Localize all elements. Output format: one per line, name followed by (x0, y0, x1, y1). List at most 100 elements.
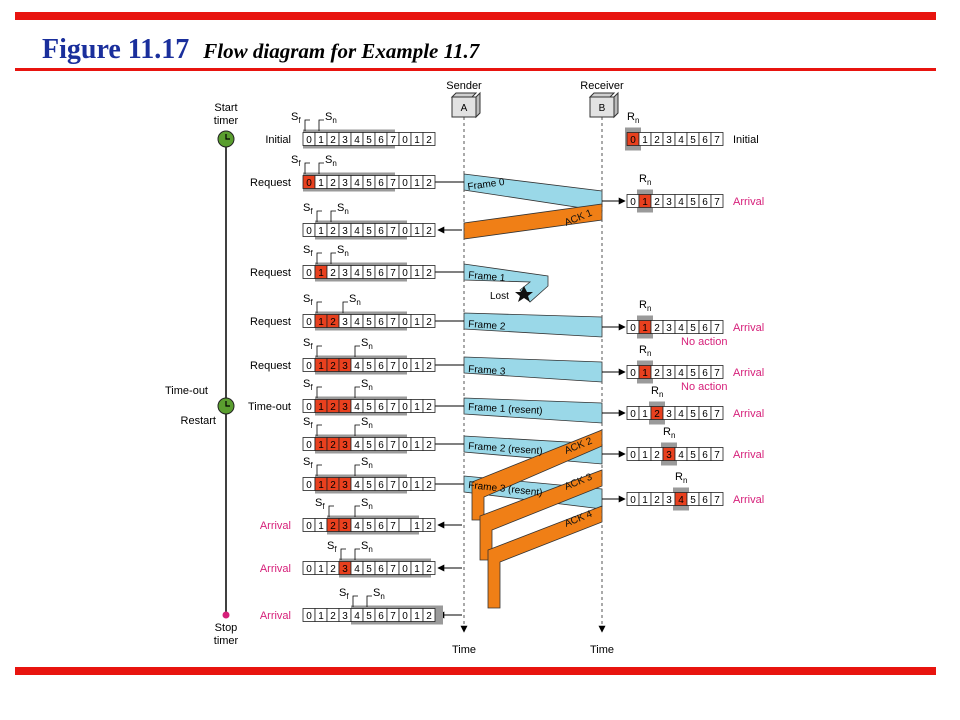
sn-pointer-sub: n (368, 421, 372, 430)
sender-cell-num: 3 (342, 611, 348, 622)
restart-timer-icon-hands (225, 401, 230, 407)
restart-label: Restart (181, 415, 216, 427)
sender-cell-num: 1 (414, 317, 420, 328)
receiver-box-side (613, 91, 619, 119)
sender-cell (422, 608, 436, 622)
sender-cell-num: 5 (366, 521, 372, 532)
sn-tick (354, 548, 360, 560)
sender-cell-num: 1 (414, 178, 420, 189)
receiver-cell (710, 320, 724, 334)
receiver-cell-num: 4 (678, 197, 684, 208)
sender-cell-num: 0 (402, 178, 408, 189)
sender-cell-num: 7 (390, 268, 396, 279)
sender-cell-num: 2 (426, 521, 432, 532)
rn-pointer: Rn (663, 426, 675, 440)
receiver-cell-num: 2 (654, 409, 660, 420)
rn-pointer-text: Rn (639, 173, 651, 187)
sender-cell-num: 7 (390, 480, 396, 491)
stop-timer-dot (222, 611, 230, 619)
rn-pointer-sub: n (683, 476, 687, 485)
sender-cell (398, 518, 412, 532)
sender-cell-num: 1 (318, 611, 324, 622)
sf-pointer-sub: f (310, 207, 313, 216)
receiver-cell-num: 1 (642, 495, 648, 506)
lost-label: Lost (490, 291, 509, 302)
sn-pointer: Sn (361, 456, 373, 470)
sender-cell-num: 4 (354, 564, 360, 575)
sender-cell-num: 1 (414, 440, 420, 451)
sn-pointer: Sn (337, 244, 349, 258)
sf-pointer-sub: f (298, 159, 301, 168)
sender-box-side (475, 91, 481, 119)
sn-pointer: Sn (349, 293, 361, 307)
sender-cell-num: 7 (390, 135, 396, 146)
receiver-cell-num: 5 (690, 409, 696, 420)
receiver-cell-num: 7 (714, 368, 720, 379)
receiver-cell-num: 6 (702, 495, 708, 506)
receiver-cell-num: 4 (678, 323, 684, 334)
receiver-cell (710, 365, 724, 379)
receiver-cell-num: 4 (678, 409, 684, 420)
receiver-cell-num: 4 (678, 450, 684, 461)
sender-row-label: Initial (265, 134, 291, 146)
sf-tick (304, 119, 310, 131)
start-timer-label-2: timer (214, 115, 239, 127)
receiver-cell-num: 7 (714, 409, 720, 420)
receiver-cell-num: 3 (666, 197, 672, 208)
receiver-box-top (588, 92, 616, 98)
sf-tick (316, 464, 322, 476)
sender-cell-num: 7 (390, 361, 396, 372)
sender-cell-num: 5 (366, 611, 372, 622)
sender-cell-num: 4 (354, 317, 360, 328)
receiver-cell-num: 5 (690, 368, 696, 379)
sn-pointer-text: Sn (337, 244, 349, 258)
receiver-cell-num: 3 (666, 323, 672, 334)
sf-pointer: Sf (303, 416, 313, 430)
rn-pointer-text: Rn (675, 471, 687, 485)
sf-pointer-sub: f (334, 545, 337, 554)
sender-cell-num: 6 (378, 178, 384, 189)
frame-label-1: Frame 1 (468, 270, 506, 284)
receiver-cell-num: 1 (642, 197, 648, 208)
sender-cell-num: 5 (366, 440, 372, 451)
sender-cell-num: 2 (330, 564, 336, 575)
sender-cell-num: 4 (354, 268, 360, 279)
sn-pointer-text: Sn (361, 497, 373, 511)
sn-pointer-text: Sn (373, 587, 385, 601)
sender-cell (422, 437, 436, 451)
sender-cell-num: 4 (354, 480, 360, 491)
receiver-cell-num: 0 (630, 368, 636, 379)
sn-tick (330, 210, 336, 222)
sender-row-label: Request (250, 267, 291, 279)
sn-pointer-text: Sn (361, 337, 373, 351)
sender-cell-num: 0 (306, 226, 312, 237)
receiver-cell-num: 5 (690, 323, 696, 334)
sf-pointer-text: Sf (291, 111, 301, 125)
sn-pointer-text: Sn (361, 378, 373, 392)
receiver-cell-num: 7 (714, 323, 720, 334)
receiver-cell-num: 3 (666, 495, 672, 506)
sender-cell-num: 4 (354, 226, 360, 237)
sn-pointer-text: Sn (337, 202, 349, 216)
sender-cell-num: 1 (318, 480, 324, 491)
sender-cell-num: 2 (330, 226, 336, 237)
sender-cell-num: 1 (318, 521, 324, 532)
sf-tick (304, 162, 310, 174)
sender-cell-num: 0 (402, 317, 408, 328)
sender-cell-num: 2 (426, 317, 432, 328)
sf-pointer: Sf (303, 378, 313, 392)
sender-cell-num: 6 (378, 361, 384, 372)
sf-pointer-sub: f (298, 116, 301, 125)
top-rule (15, 12, 936, 20)
receiver-cell-num: 6 (702, 368, 708, 379)
receiver-cell-num: 1 (642, 409, 648, 420)
frame-label-0: Frame 0 (467, 177, 506, 193)
receiver-cell-num: 6 (702, 323, 708, 334)
sf-pointer: Sf (303, 202, 313, 216)
sender-cell-num: 0 (306, 480, 312, 491)
sender-cell-num: 3 (342, 178, 348, 189)
